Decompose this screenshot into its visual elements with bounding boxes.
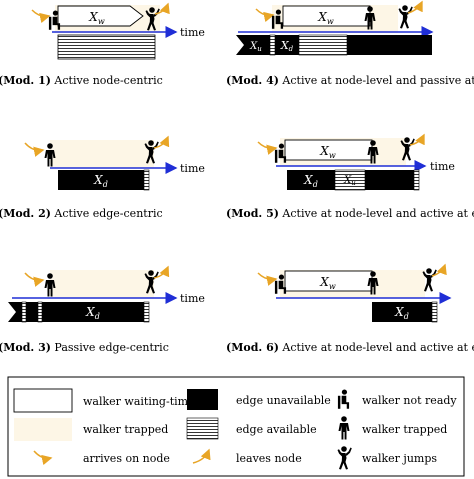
- legend-waiting-swatch: [13, 388, 73, 413]
- edge-available: [21, 301, 27, 323]
- xd-label: Xd: [85, 305, 100, 321]
- legend-leaves-label: leaves node: [236, 452, 302, 465]
- caption-mod-2: (Mod. 2) Active edge-centric: [0, 207, 163, 220]
- xd-label: Xd: [280, 39, 294, 53]
- edge-available: [57, 34, 156, 60]
- legend-not-ready-label: walker not ready: [362, 394, 457, 407]
- time-label: time: [180, 26, 205, 39]
- waiting-time-box: [57, 5, 144, 27]
- edge-unavailable: [365, 170, 414, 190]
- edge-available: [143, 169, 150, 191]
- trapped-area: [50, 270, 154, 298]
- caption-mod-1: (Mod. 1) Active node-centric: [0, 74, 163, 87]
- edge-unavailable-xu: [236, 35, 270, 55]
- time-label: time: [430, 160, 455, 173]
- edge-available: [37, 301, 43, 323]
- edge-unavailable-xd: [42, 302, 144, 322]
- xu-label: Xu: [343, 175, 356, 187]
- legend-trapped-swatch: [14, 418, 72, 441]
- xd-label: Xd: [93, 173, 108, 189]
- edge-unavailable-xd: [287, 170, 335, 190]
- legend-waiting-label: walker waiting-time: [83, 395, 195, 408]
- edge-available: [298, 34, 348, 56]
- legend-unavailable-label: edge unavailable: [236, 394, 331, 407]
- arrives-arrow: [255, 8, 275, 23]
- edge-available: [143, 301, 150, 323]
- panel-mod-1: Xw time: [31, 2, 205, 60]
- time-label: time: [180, 292, 205, 305]
- xd-label: Xd: [303, 173, 318, 189]
- edge-available: [269, 34, 276, 56]
- edge-unavailable: [347, 35, 432, 55]
- edge-unavailable: [8, 302, 22, 322]
- legend-arrives-label: arrives on node: [83, 452, 170, 465]
- edge-available: [413, 169, 420, 191]
- panel-mod-6: Xw Xd: [257, 263, 452, 323]
- legend-trapped-label: walker trapped: [83, 423, 168, 436]
- caption-mod-6: (Mod. 6) Active at node-level and active…: [226, 341, 474, 354]
- caption-mod-3: (Mod. 3) Passive edge-centric: [0, 341, 169, 354]
- legend-available-label: edge available: [236, 423, 317, 436]
- xw-label: Xw: [88, 10, 105, 26]
- legend-unavailable-swatch: [187, 389, 218, 410]
- arrives-arrow: [31, 9, 51, 24]
- legend-arrives-icon: [33, 450, 53, 466]
- edge-available: [431, 301, 438, 323]
- legend-leaves-icon: [192, 448, 211, 464]
- legend-jumps-label: walker jumps: [362, 452, 437, 465]
- leaves-arrow: [409, 133, 425, 146]
- edge-unavailable-xd: [275, 35, 299, 55]
- legend-available-swatch: [186, 417, 219, 440]
- xw-label: Xw: [317, 10, 334, 26]
- xd-label: Xd: [394, 305, 409, 321]
- arrives-arrow: [257, 141, 278, 155]
- arrives-arrow: [24, 272, 45, 287]
- legend-frame: [7, 376, 465, 477]
- trapped-area: [50, 140, 154, 168]
- caption-mod-5: (Mod. 5) Active at node-level and active…: [226, 207, 474, 220]
- walker-jumps-icon: [398, 5, 413, 29]
- panel-mod-5: Xw time Xd Xu: [257, 133, 455, 191]
- leaves-arrow: [154, 2, 170, 15]
- xw-label: Xw: [319, 144, 336, 160]
- leaves-arrow: [153, 135, 170, 149]
- legend: walker waiting-time walker trapped arriv…: [7, 376, 465, 477]
- arrives-arrow: [257, 272, 278, 286]
- leaves-arrow: [407, 0, 423, 14]
- panel-mod-3: time Xd: [8, 265, 205, 323]
- leaves-arrow: [431, 263, 447, 277]
- panel-mod-4: Xw Xu Xd: [236, 0, 434, 56]
- time-label: time: [180, 162, 205, 175]
- edge-unavailable-xd: [372, 302, 432, 322]
- edge-unavailable-xd: [58, 170, 144, 190]
- caption-mod-4: (Mod. 4) Active at node-level and passiv…: [226, 74, 474, 87]
- xu-label: Xu: [249, 41, 262, 53]
- xw-label: Xw: [319, 275, 336, 291]
- edge-unavailable: [26, 302, 38, 322]
- arrives-arrow: [24, 142, 45, 157]
- legend-trapped-walker-label: walker trapped: [362, 423, 447, 436]
- panel-mod-2: time Xd: [24, 135, 205, 191]
- leaves-arrow: [153, 265, 170, 279]
